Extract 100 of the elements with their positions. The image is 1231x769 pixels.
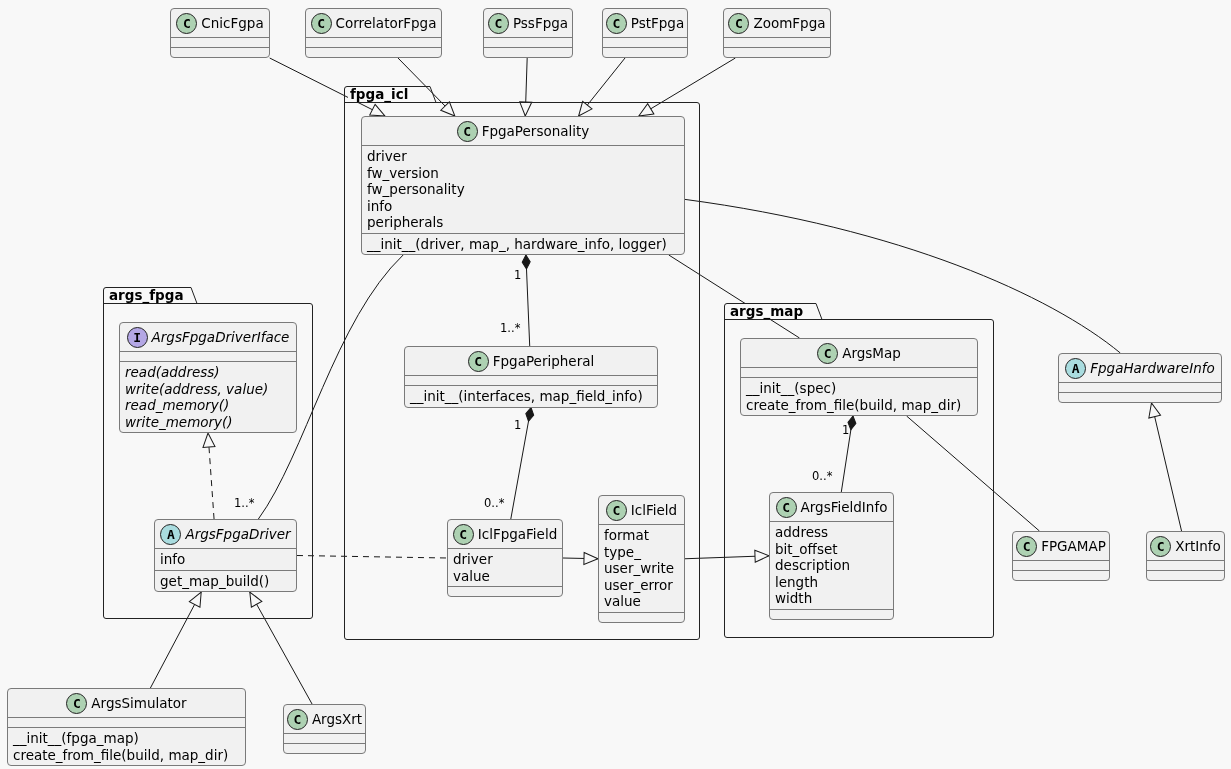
class-box [154, 519, 297, 592]
class-box [305, 8, 442, 58]
multiplicity-label: 0..* [812, 470, 833, 483]
multiplicity-label: 1..* [500, 322, 521, 335]
stereotype-icon: C [310, 12, 332, 34]
class-box [447, 519, 563, 597]
class-box [483, 8, 573, 58]
stereotype-icon: C [1016, 535, 1038, 557]
attribute-text: width [775, 590, 814, 607]
class-box [361, 116, 685, 255]
class-name: IclFpgaField [477, 526, 558, 542]
class-name: CnicFgpa [201, 15, 264, 31]
package-frame [103, 287, 313, 619]
package-name: args_map [728, 304, 806, 319]
method-text: read_memory() [125, 397, 231, 414]
attribute-text: length [775, 573, 820, 590]
inheritance-arrow [397, 57, 456, 117]
inheritance-arrow [149, 591, 202, 689]
stereotype-icon: C [286, 708, 308, 730]
stereotype-icon: C [176, 12, 198, 34]
class-name: ArgsFpgaDriverIface [151, 329, 290, 345]
package-frame [724, 303, 994, 638]
stereotype-icon: I [126, 326, 148, 348]
stereotype-icon: A [160, 523, 182, 545]
class-name: PssFpga [512, 15, 569, 31]
stereotype-icon: A [1065, 357, 1087, 379]
stereotype-icon: C [452, 523, 474, 545]
class-name: ArgsSimulator [91, 695, 187, 711]
class-box [769, 492, 894, 620]
stereotype-icon: C [456, 120, 478, 142]
multiplicity-label: 1..* [234, 497, 255, 510]
attribute-text: value [453, 567, 491, 584]
composition-line [521, 254, 531, 347]
class-name: ZoomFpga [753, 15, 826, 31]
attribute-text: fw_version [367, 164, 440, 181]
class-box [602, 8, 688, 58]
class-name: PstFpga [630, 15, 685, 31]
stereotype-icon: C [605, 12, 627, 34]
attribute-text: value [604, 593, 642, 610]
attribute-text: fw_personality [367, 181, 466, 198]
inheritance-arrow [249, 591, 313, 705]
stereotype-icon: C [605, 499, 627, 521]
stereotype-icon: C [487, 12, 509, 34]
method-text: __init__(spec) [746, 380, 838, 397]
multiplicity-label: 0..* [484, 497, 505, 510]
class-name: ArgsFpgaDriver [185, 526, 291, 542]
stereotype-icon: C [728, 12, 750, 34]
inheritance-arrow [1148, 402, 1183, 532]
association-line [906, 415, 1040, 532]
method-text: create_from_file(build, map_dir) [746, 396, 963, 413]
class-name: IclField [630, 502, 678, 518]
attribute-text: driver [367, 148, 408, 165]
method-text: create_from_file(build, map_dir) [13, 746, 230, 763]
composition-line [510, 407, 535, 520]
package-name: args_fpga [107, 288, 186, 303]
class-box [7, 688, 246, 766]
class-box [283, 704, 366, 754]
attribute-text: address [775, 524, 830, 541]
multiplicity-label: 1 [514, 269, 522, 282]
attribute-text: user_write [604, 560, 676, 577]
class-name: FpgaPeripheral [492, 353, 595, 369]
inheritance-arrow [562, 551, 599, 565]
method-text: write_memory() [125, 413, 234, 430]
method-text: __init__(fpga_map) [13, 730, 140, 747]
class-box [598, 495, 685, 623]
class-name: ArgsMap [842, 345, 901, 361]
stereotype-icon: C [775, 496, 797, 518]
association-line [257, 254, 404, 520]
composition-line [840, 415, 857, 493]
inheritance-arrow [578, 57, 626, 117]
inheritance-arrow [519, 57, 533, 117]
stereotype-icon: C [1150, 535, 1172, 557]
class-box [1058, 353, 1222, 403]
class-box [723, 8, 831, 58]
multiplicity-label: 1 [514, 419, 522, 432]
dependency-line [296, 555, 448, 559]
class-box [740, 338, 978, 416]
stereotype-icon: C [467, 350, 489, 372]
multiplicity-label: 1 [842, 424, 850, 437]
class-name: CorrelatorFpga [335, 15, 437, 31]
attribute-text: description [775, 557, 852, 574]
attribute-text: bit_offset [775, 540, 839, 557]
class-box [170, 8, 270, 58]
attribute-text: peripherals [367, 214, 445, 231]
method-text: write(address, value) [125, 380, 270, 397]
attribute-text: type_ [604, 543, 642, 560]
class-name: ArgsXrt [311, 711, 363, 727]
method-text: get_map_build() [160, 572, 271, 589]
class-box [119, 322, 297, 433]
attribute-text: user_error [604, 576, 674, 593]
method-text: read(address) [125, 364, 221, 381]
inheritance-arrow [269, 57, 386, 117]
attribute-text: driver [453, 551, 494, 568]
class-name: FPGAMAP [1041, 538, 1106, 554]
attribute-text: info [367, 197, 394, 214]
class-name: FpgaPersonality [481, 123, 590, 139]
inheritance-arrow [684, 549, 770, 563]
class-box [1012, 531, 1110, 581]
method-text: __init__(driver, map_, hardware_info, logger) [367, 235, 668, 252]
class-name: XrtInfo [1175, 538, 1221, 554]
